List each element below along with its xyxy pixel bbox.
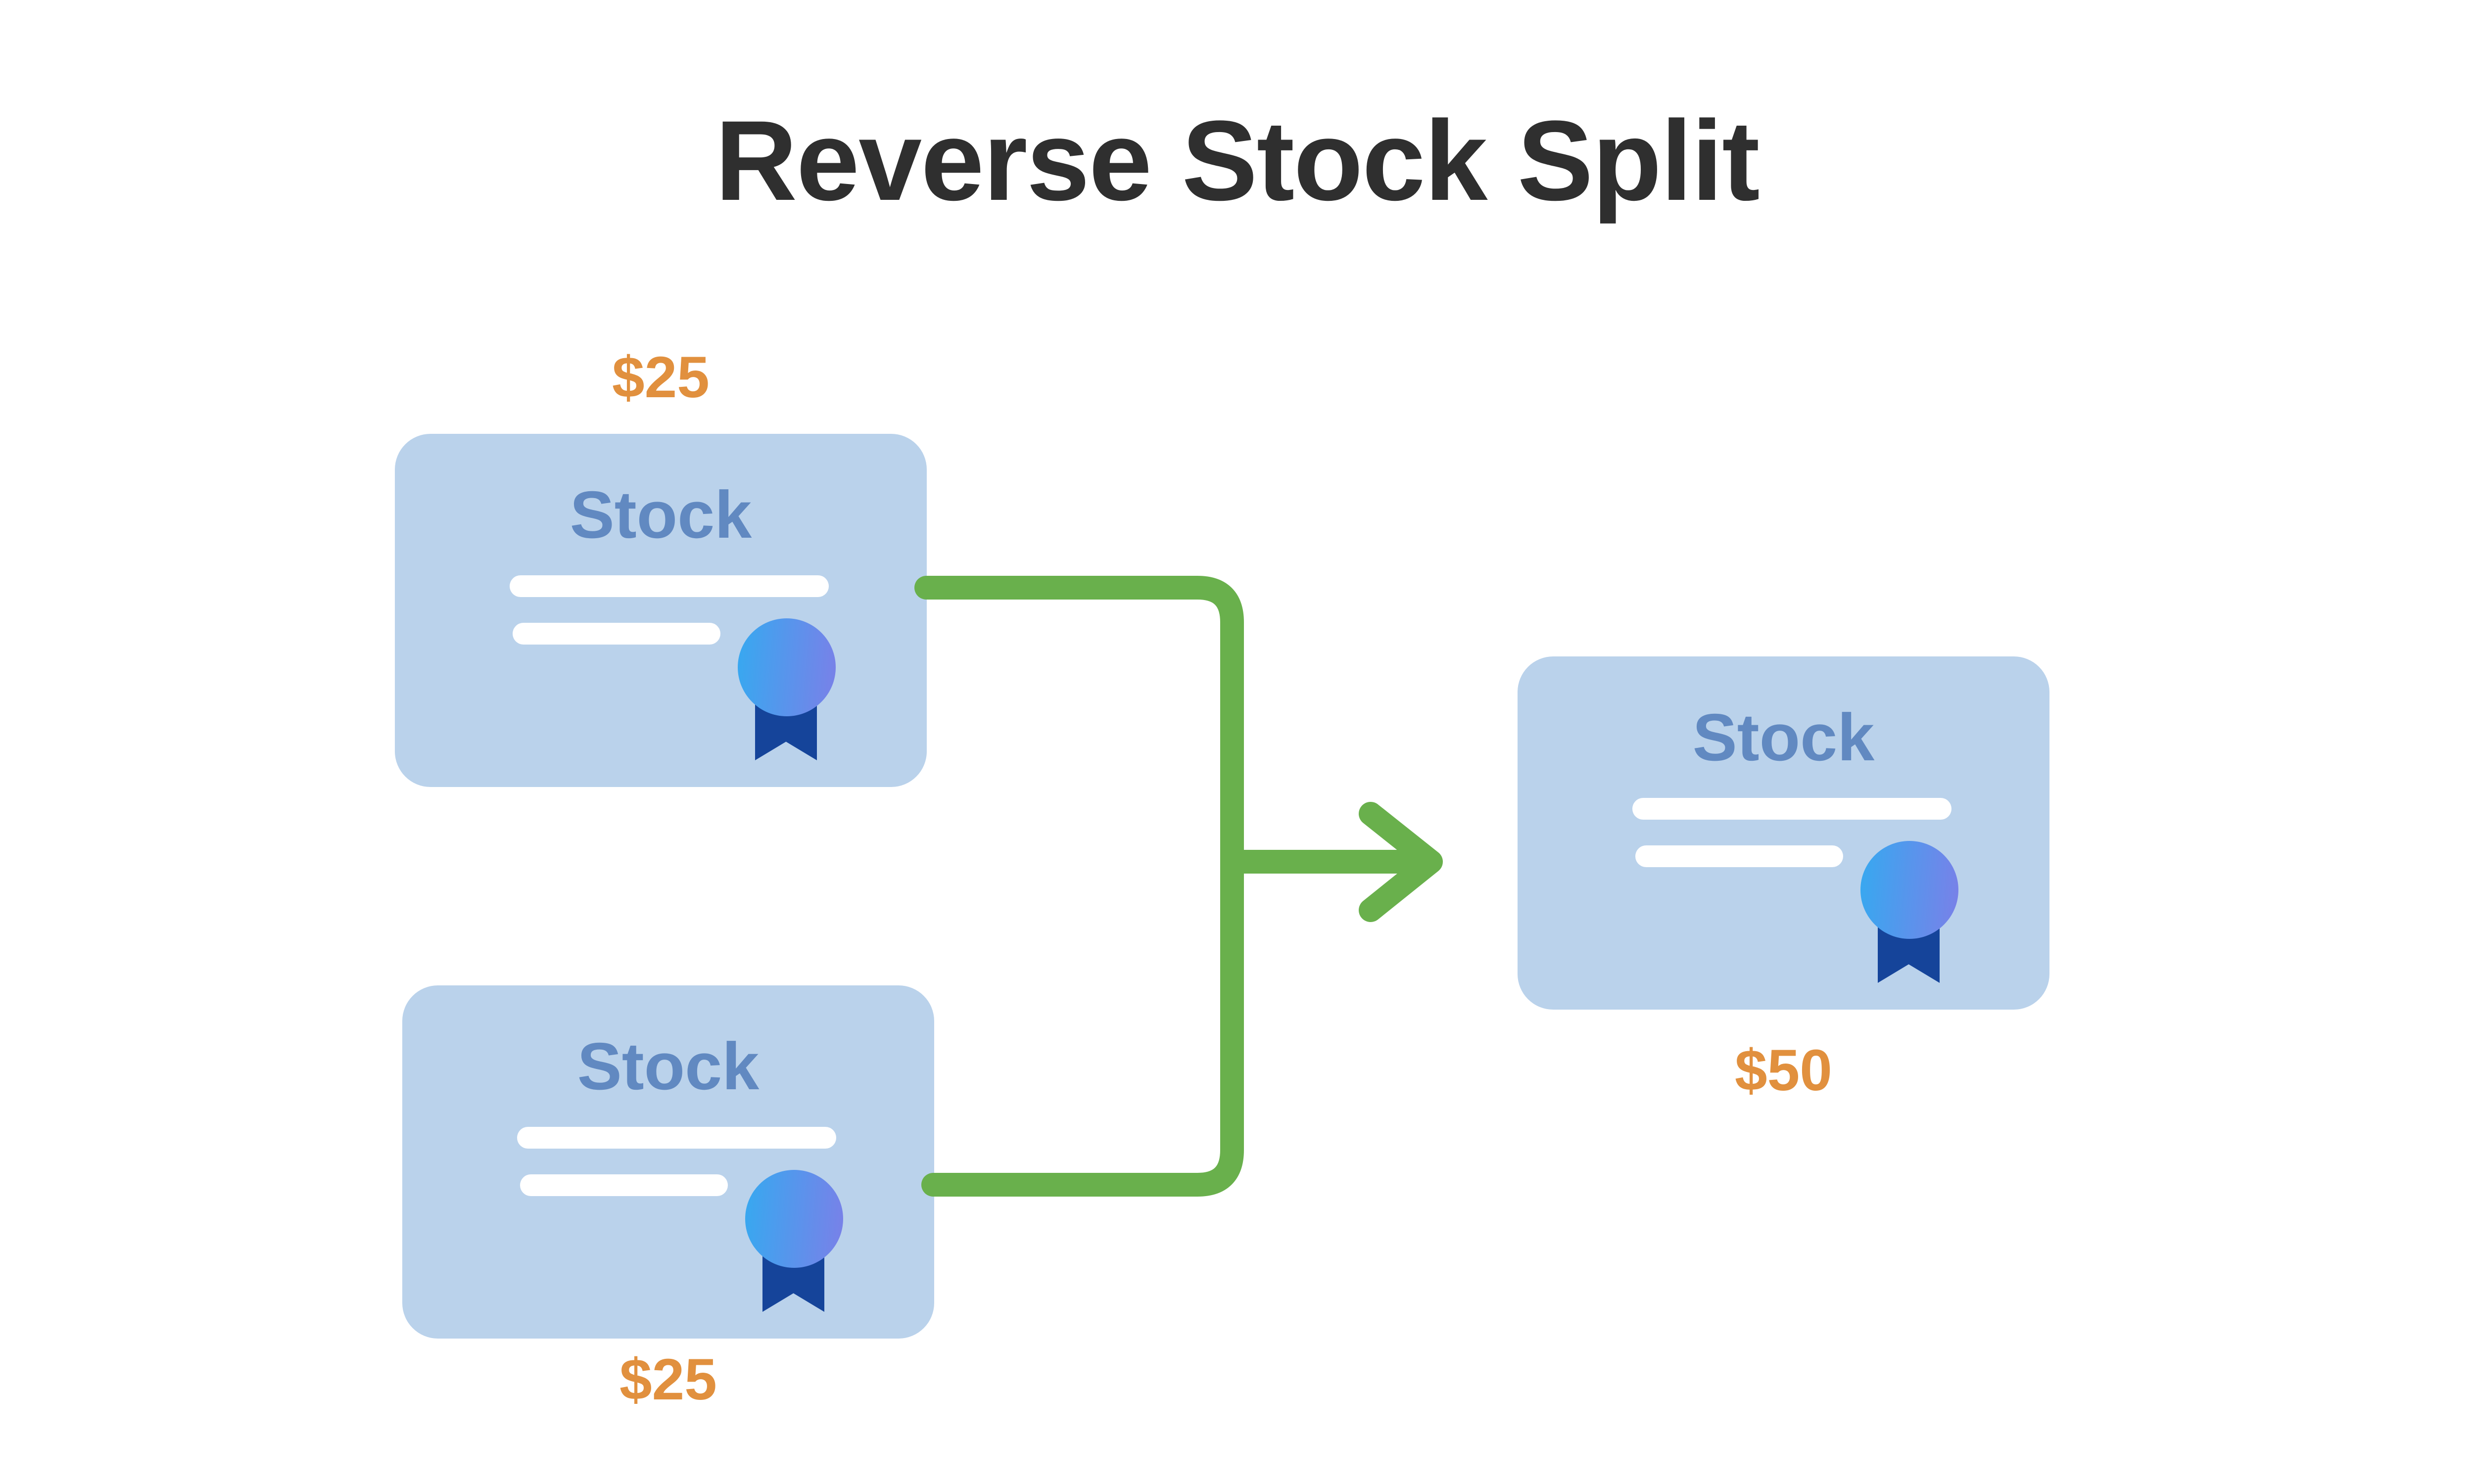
arrow-head-icon (1359, 802, 1443, 922)
stock-certificate-source-2: Stock (402, 985, 934, 1339)
placeholder-text-line (1632, 798, 1951, 820)
medal-circle (745, 1170, 843, 1268)
placeholder-text-line (513, 623, 720, 645)
award-medal-icon (745, 1170, 843, 1313)
certificate-title: Stock (570, 477, 752, 552)
placeholder-text-line (1635, 845, 1843, 867)
award-medal-icon (1860, 841, 1958, 984)
price-label-result: $50 (1735, 1038, 1832, 1103)
price-label-source-2: $25 (619, 1347, 717, 1412)
medal-circle (738, 618, 836, 716)
placeholder-text-line (517, 1127, 836, 1149)
stock-certificate-result: Stock (1518, 656, 2049, 1010)
placeholder-text-line (520, 1174, 728, 1196)
stock-certificate-source-1: Stock (395, 434, 927, 787)
placeholder-text-line (510, 575, 829, 597)
certificate-title: Stock (577, 1029, 760, 1104)
award-medal-icon (738, 618, 836, 762)
medal-circle (1860, 841, 1958, 939)
certificate-title: Stock (1692, 700, 1875, 775)
price-label-source-1: $25 (612, 345, 710, 410)
merge-bracket-line (914, 576, 1244, 1197)
page-title: Reverse Stock Split (715, 97, 1760, 224)
